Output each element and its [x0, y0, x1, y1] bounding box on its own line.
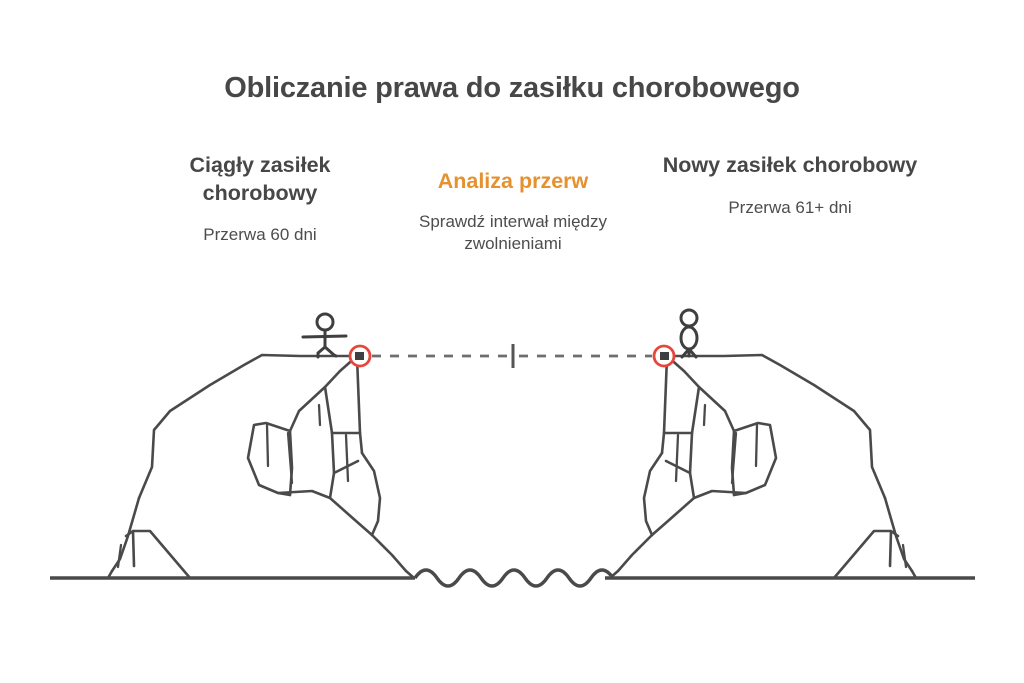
column-left-subtitle: Przerwa 60 dni: [203, 225, 317, 245]
right-cliff-icon: [608, 353, 922, 580]
column-right: Nowy zasiłek chorobowy Przerwa 61+ dni: [660, 152, 920, 219]
column-left: Ciągły zasiłek chorobowy Przerwa 60 dni: [130, 152, 390, 246]
column-center: Analiza przerw Sprawdź interwał między z…: [397, 168, 629, 255]
water-wave-icon: [413, 568, 615, 588]
column-right-heading: Nowy zasiłek chorobowy: [662, 153, 918, 177]
column-center-subtitle: Sprawdź interwał między zwolnieniami: [418, 211, 607, 253]
column-center-heading: Analiza przerw: [437, 169, 589, 193]
cliffs-illustration: [0, 283, 1024, 603]
right-climber-figure-icon: [679, 308, 699, 359]
left-cliff-icon: [102, 353, 416, 580]
interval-connector: [372, 344, 652, 368]
page-title: Obliczanie prawa do zasiłku chorobowego: [224, 72, 800, 104]
ground-line: [50, 568, 975, 588]
column-right-subtitle: Przerwa 61+ dni: [728, 197, 852, 217]
right-peak-marker-icon: [652, 344, 676, 368]
left-peak-marker-icon: [348, 344, 372, 368]
left-climber-figure-icon: [301, 312, 348, 359]
column-left-heading: Ciągły zasiłek chorobowy: [189, 153, 331, 205]
